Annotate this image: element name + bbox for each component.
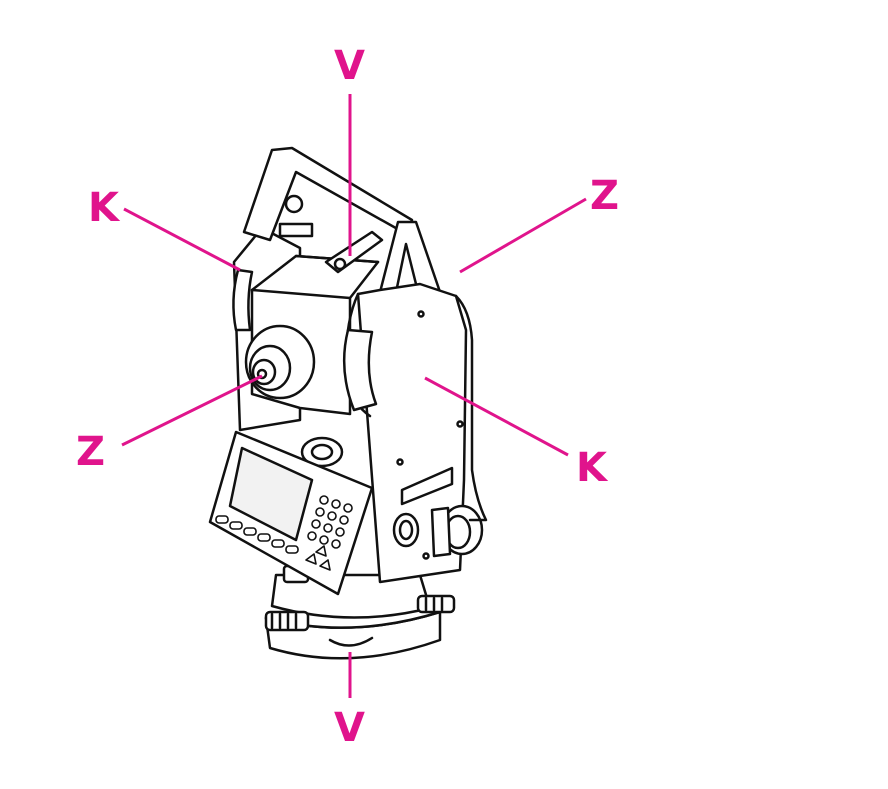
leveling-screw-left xyxy=(264,610,310,632)
right-standard-side xyxy=(454,294,488,522)
horizontal-drive-knob xyxy=(430,504,484,558)
tribrach-base xyxy=(264,573,442,660)
line-of-sight-label-left: Z xyxy=(76,429,106,475)
line-of-sight-line-left xyxy=(121,374,263,447)
vertical-axis-label-bottom: V xyxy=(334,705,365,751)
handle-screw xyxy=(278,194,314,238)
display-screen xyxy=(228,446,314,542)
vertical-axis-label-top: V xyxy=(334,43,365,89)
tilt-axis-line-left xyxy=(123,207,241,272)
telescope-eyepiece xyxy=(244,324,316,400)
vertical-drive-knob xyxy=(392,512,420,548)
left-standard-knob xyxy=(232,268,254,332)
right-standard xyxy=(356,282,468,584)
tilt-axis-label-left: K xyxy=(88,185,119,231)
leveling-screw-right xyxy=(416,594,456,614)
line-of-sight-line-right xyxy=(459,197,587,274)
total-station-instrument xyxy=(208,146,488,660)
carrying-handle xyxy=(242,146,414,242)
right-standard-knob xyxy=(342,328,378,412)
line-of-sight-label-right: Z xyxy=(590,173,620,219)
tilt-axis-label-right: K xyxy=(576,445,607,491)
bubble-level xyxy=(324,230,384,274)
side-label-slot xyxy=(400,466,454,506)
keypad xyxy=(215,495,353,571)
tilt-axis-line-right xyxy=(424,376,569,457)
circular-level xyxy=(300,436,344,468)
